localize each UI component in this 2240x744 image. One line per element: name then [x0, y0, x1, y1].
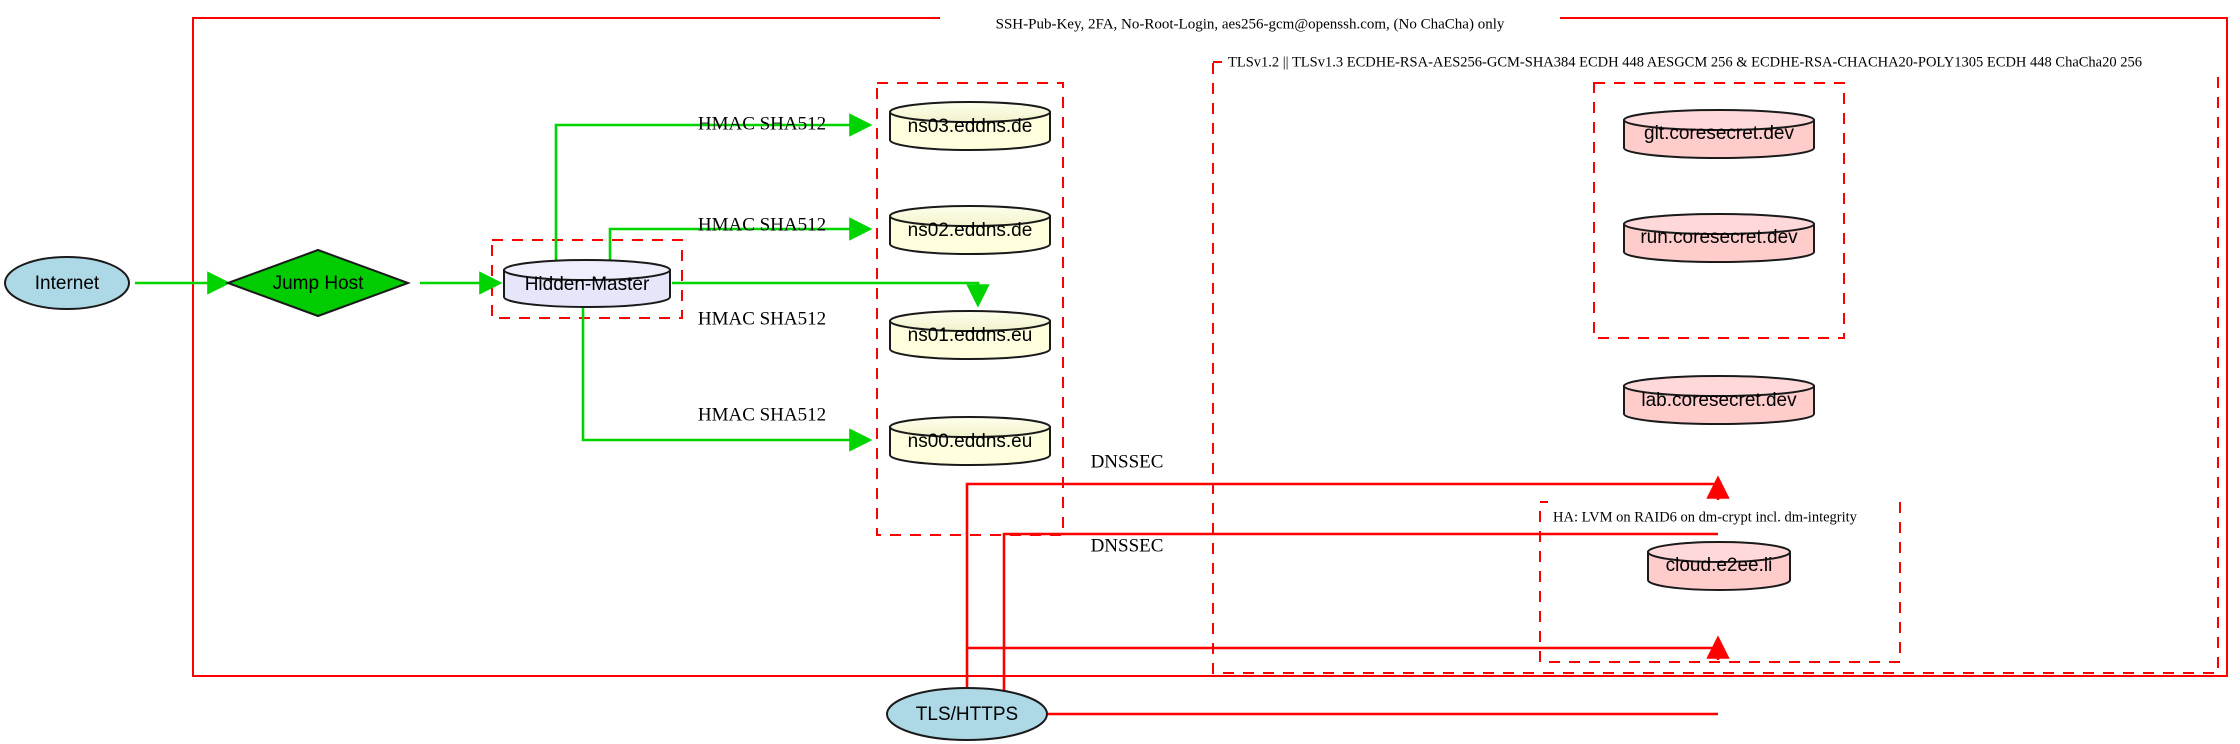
node-tls-https-label: TLS/HTTPS — [916, 704, 1018, 725]
nameserver-cluster — [876, 82, 1064, 536]
node-ns00-label: ns00.eddns.eu — [908, 431, 1033, 452]
edge-label-dnssec-upper: DNSSEC — [1091, 451, 1164, 472]
node-jump-host-label: Jump Host — [273, 273, 365, 294]
node-run-coresecret[interactable]: run.coresecret.dev — [1623, 213, 1815, 263]
cloud-top — [1647, 541, 1791, 563]
node-hidden-master[interactable]: Hidden-Master — [503, 259, 671, 308]
ns00-top — [889, 416, 1051, 438]
node-ns02-label: ns02.eddns.de — [908, 220, 1033, 241]
node-ns00[interactable]: ns00.eddns.eu — [889, 416, 1051, 466]
ns01-top — [889, 310, 1051, 332]
node-hidden-master-label: Hidden-Master — [525, 274, 650, 295]
node-ns01-label: ns01.eddns.eu — [908, 325, 1033, 346]
jump-host-shape — [225, 248, 411, 318]
internet-shape — [4, 256, 130, 310]
node-ns03-label: ns03.eddns.de — [908, 116, 1033, 137]
hidden-master-cluster — [491, 239, 683, 319]
ssh-policy-label-bg — [940, 13, 1560, 29]
edge-label-hmac-ns02: HMAC SHA512 — [698, 214, 826, 235]
node-jump-host[interactable]: Jump Host — [225, 248, 411, 318]
edge-label-hmac-ns03: HMAC SHA512 — [698, 113, 826, 134]
edge-master-ns03 — [554, 113, 873, 262]
node-cloud-e2ee[interactable]: cloud.e2ee.li — [1647, 541, 1791, 591]
node-ns02[interactable]: ns02.eddns.de — [889, 205, 1051, 255]
edge-master-ns00 — [581, 305, 873, 452]
ssh-policy-frame — [192, 17, 2228, 677]
node-tls-https[interactable]: TLS/HTTPS — [886, 687, 1048, 741]
node-git-label: git.coresecret.dev — [1644, 123, 1794, 144]
ns03-top — [889, 101, 1051, 123]
edge-master-ns01 — [672, 281, 990, 308]
node-internet[interactable]: Internet — [4, 256, 130, 310]
node-lab-coresecret[interactable]: lab.coresecret.dev — [1623, 375, 1815, 425]
coresecret-cluster — [1593, 82, 1845, 339]
node-ns01[interactable]: ns01.eddns.eu — [889, 310, 1051, 360]
node-lab-label: lab.coresecret.dev — [1641, 390, 1797, 411]
git-top — [1623, 109, 1815, 131]
edge-label-hmac-ns01: HMAC SHA512 — [698, 308, 826, 329]
tls-https-shape — [886, 687, 1048, 741]
tls-policy-label: TLSv1.2 || TLSv1.3 ECDHE-RSA-AES256-GCM-… — [1228, 54, 2142, 70]
run-top — [1623, 213, 1815, 235]
node-internet-label: Internet — [35, 273, 100, 294]
hidden-master-top — [503, 259, 671, 281]
edge-dnssec-lower — [1002, 532, 1718, 714]
edge-label-dnssec-lower: DNSSEC — [1091, 535, 1164, 556]
node-ns03[interactable]: ns03.eddns.de — [889, 101, 1051, 151]
ssh-policy-label: SSH-Pub-Key, 2FA, No-Root-Login, aes256-… — [996, 16, 1505, 32]
ns02-top — [889, 205, 1051, 227]
ha-policy-label: HA: LVM on RAID6 on dm-crypt incl. dm-in… — [1553, 509, 1858, 525]
ha-policy-label-bg — [1548, 496, 1898, 512]
edge-master-ns02 — [608, 217, 873, 262]
lab-top — [1623, 375, 1815, 397]
node-git-coresecret[interactable]: git.coresecret.dev — [1623, 109, 1815, 159]
node-run-label: run.coresecret.dev — [1640, 227, 1798, 248]
tls-policy-label-bg — [1222, 54, 2222, 70]
node-cloud-label: cloud.e2ee.li — [1666, 555, 1773, 576]
edge-label-hmac-ns00: HMAC SHA512 — [698, 404, 826, 425]
